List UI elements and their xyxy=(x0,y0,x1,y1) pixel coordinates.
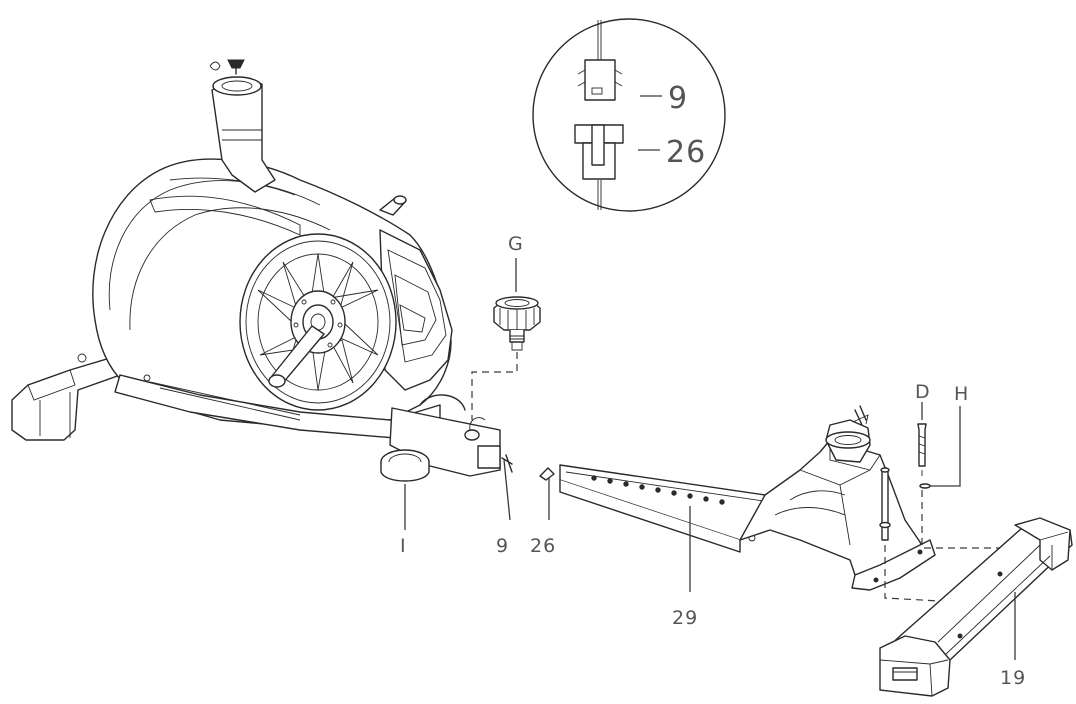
connector-9-detail xyxy=(577,59,623,101)
callout-i: I xyxy=(400,535,407,557)
connector-detail-inset xyxy=(532,18,726,212)
callout-9-detail: 9 xyxy=(668,81,688,116)
seat-carriage xyxy=(739,405,936,591)
callout-26: 26 xyxy=(530,535,556,557)
main-frame xyxy=(11,59,501,482)
callout-19: 19 xyxy=(1000,667,1026,689)
callout-29: 29 xyxy=(672,607,698,629)
seat-post-tube xyxy=(209,59,276,193)
callout-26-detail: 26 xyxy=(666,135,706,170)
rear-stabilizer-19 xyxy=(879,517,1073,697)
callout-g: G xyxy=(508,233,524,255)
washer-h xyxy=(919,406,961,489)
front-stabilizer xyxy=(11,351,141,441)
bushing-i xyxy=(380,449,430,482)
callout-9: 9 xyxy=(496,535,509,557)
crank-flywheel xyxy=(239,233,397,411)
callout-d: D xyxy=(915,381,931,403)
adjustment-knob-g xyxy=(471,258,541,420)
body-knob xyxy=(379,195,407,216)
bolt-d xyxy=(917,402,927,467)
bolt-9 xyxy=(501,454,513,521)
wire-connector-26 xyxy=(539,467,555,520)
assembly-guide-lines xyxy=(884,490,1000,603)
connector-26-detail xyxy=(574,124,624,180)
callout-h: H xyxy=(954,383,969,405)
